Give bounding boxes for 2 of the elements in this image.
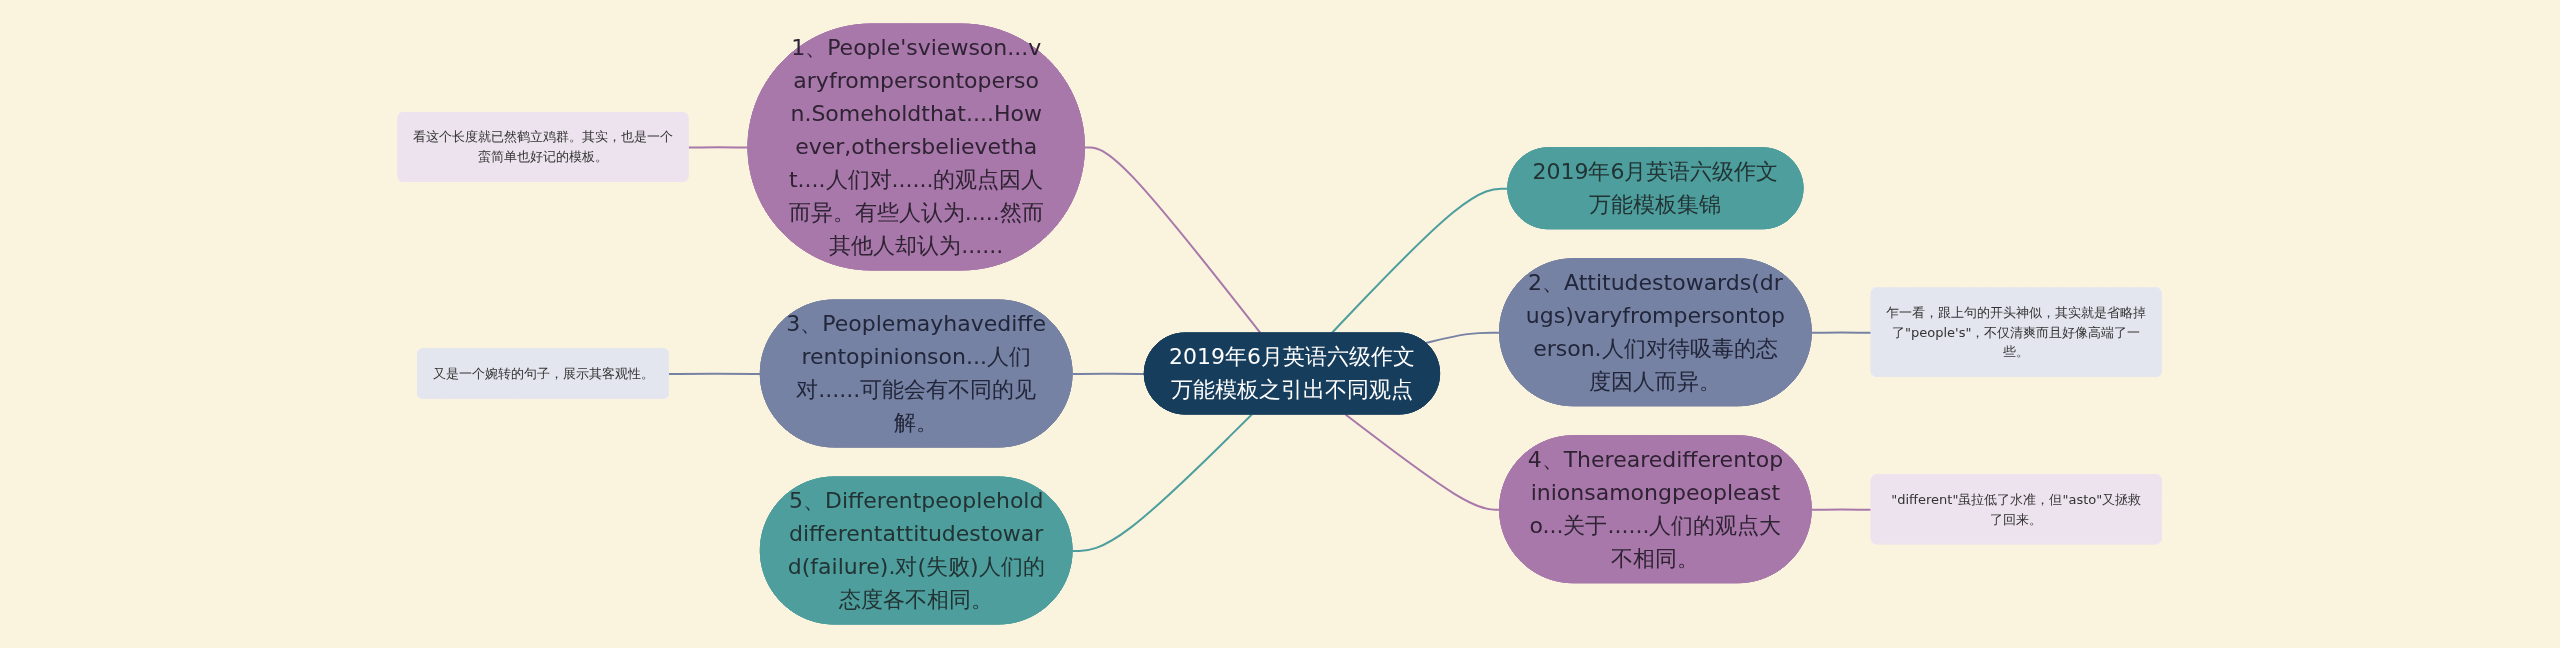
connector [1071, 413, 1254, 552]
connector [687, 146, 750, 149]
